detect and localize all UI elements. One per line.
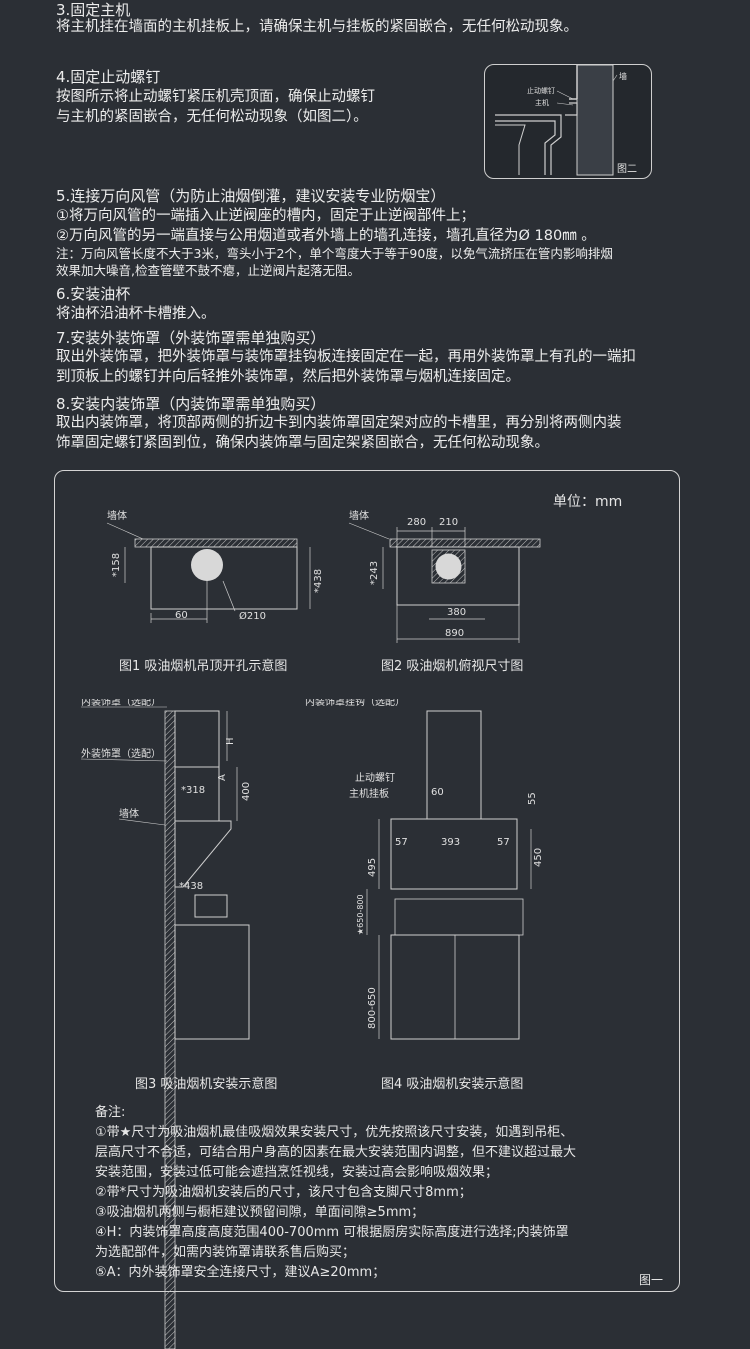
figure-2-inset: 墙 止动螺钉 主机 图二: [484, 64, 652, 179]
hood-body: [576, 64, 614, 176]
step4-text-1: 按图所示将止动螺钉紧压机壳顶面，确保止动螺钉: [56, 89, 375, 105]
step7-title: 7.安装外装饰罩（外装饰罩需单独购买）: [56, 329, 326, 347]
note-5: ⑤A：内外装饰罩安全连接尺寸，建议A≥20mm；: [95, 1265, 386, 1280]
note-3: ③吸油烟机两侧与橱柜建议预留间隙，单面间隙≥5mm；: [95, 1205, 425, 1220]
step8-title: 8.安装内装饰罩（内装饰罩需单独购买）: [56, 395, 326, 413]
inset-caption: 图二: [617, 163, 637, 175]
cooktop-shape: [394, 898, 524, 936]
fig2-wall-label: 墙体: [349, 509, 369, 522]
fig4-dim-range: ★650-800: [356, 894, 365, 935]
note-2: ②带*尺寸为吸油烟机安装后的尺寸，该尺寸包含支脚尺寸8mm；: [95, 1185, 472, 1200]
step7-text-1: 取出外装饰罩，把外装饰罩与装饰罩挂钩板连接固定在一起，再用外装饰罩上有孔的一端扣: [56, 349, 636, 365]
unit-label: 单位：mm: [553, 494, 623, 510]
fig1-dim-60: 60: [175, 610, 188, 621]
step8-text-2: 饰罩固定螺钉紧固到位，确保内装饰罩与固定架紧固嵌合，无任何松动现象。: [56, 435, 549, 451]
step5-title: 5.连接万向风管（为防止油烟倒灌，建议安装专业防烟宝）: [56, 187, 446, 205]
duct-hole: [191, 549, 223, 581]
fig4-caption: 图4 吸油烟机安装示意图: [381, 1077, 524, 1092]
inner-cover-shape: [174, 710, 220, 768]
step7-text-2: 到顶板上的螺钉并向后轻推外装饰罩，然后把外装饰罩与烟机连接固定。: [56, 369, 520, 385]
fig4-dim-57b: 57: [497, 837, 510, 848]
fig1-dim-438: *438: [313, 569, 324, 593]
fig4-hook-label: 内装饰罩挂钩（选配）: [305, 699, 405, 708]
dimension-panel: 单位：mm 墙体 *158 *438 60 Ø210 图1 吸油烟机吊顶开孔示意…: [54, 470, 680, 1349]
fig3-dim-A: A: [217, 774, 228, 781]
fig1-dim-210: Ø210: [239, 610, 266, 622]
figure-2-top-view: 墙体 280 210 *243 380 890: [348, 509, 541, 643]
notes-title: 备注:: [95, 1105, 126, 1120]
step5-text-2: ②万向风管的另一端直接与公用烟道或者外墙上的墙孔连接，墙孔直径为Ø 180㎜ 。: [56, 228, 596, 244]
note-1a: ①带★尺寸为吸油烟机最佳吸烟效果安装尺寸，优先按照该尺寸安装，如遇到吊柜、: [95, 1125, 574, 1140]
fig1-caption: 图1 吸油烟机吊顶开孔示意图: [119, 659, 288, 674]
step5-note-2: 效果加大噪音,检查管壁不鼓不瘪，止逆阀片起落无阻。: [56, 263, 360, 278]
hood-outline: [150, 546, 298, 610]
fig4-dim-55: 55: [527, 792, 538, 805]
hood-side-shape: [174, 820, 232, 888]
inset-screw-label: 止动螺钉: [527, 86, 555, 95]
fig3-dim-H: H: [225, 737, 236, 745]
fig4-plate-label: 主机挂板: [349, 787, 389, 800]
duct-hole-top: [435, 553, 462, 580]
pot-shape: [194, 894, 228, 918]
fig3-inner-label: 内装饰罩（选配）: [81, 699, 161, 708]
fig3-wall-label: 墙体: [119, 807, 139, 820]
fig3-dim-438: *438: [179, 881, 203, 892]
fig2-dim-280: 280: [407, 517, 426, 528]
front-hood-shape: [390, 818, 518, 890]
inset-host-label: 主机: [535, 98, 549, 107]
wall-mount-diagram: 墙 止动螺钉 主机 图二: [495, 64, 637, 176]
hood-top-outline: [396, 546, 520, 606]
step6-text: 将油杯沿油杯卡槽推入。: [56, 306, 216, 322]
fig3-caption: 图3 吸油烟机安装示意图: [135, 1077, 278, 1092]
step8-text-1: 取出内装饰罩，将顶部两侧的折边卡到内装饰罩固定架对应的卡槽里，再分别将两侧内装: [56, 415, 622, 431]
cabinet-side-shape: [174, 924, 250, 1040]
step4-title: 4.固定止动螺钉: [56, 68, 161, 86]
fig3-dim-400: 400: [241, 782, 252, 801]
figure-3-side-install: 内装饰罩（选配） 外装饰罩（选配） 墙体 H A 400 *318 *438: [80, 699, 252, 1349]
step5-note-1: 注：万向风管长度不大于3米，弯头小于2个，单个弯度大于等于90度，以免气流挤压在…: [56, 246, 613, 261]
figure-id: 图一: [639, 1273, 664, 1287]
step6-title: 6.安装油杯: [56, 285, 131, 303]
fig3-dim-318: *318: [181, 785, 205, 796]
inset-wall-label: 墙: [619, 71, 627, 81]
front-chimney-shape: [426, 710, 482, 820]
step3-text: 将主机挂在墙面的主机挂板上，请确保主机与挂板的紧固嵌合，无任何松动现象。: [56, 19, 578, 35]
fig4-dim-393: 393: [441, 837, 460, 848]
figure-1-ceiling-hole: 墙体 *158 *438 60 Ø210: [106, 509, 324, 623]
note-1c: 安装范围，安装过低可能会遮挡烹饪视线，安装过高会影响吸烟效果；: [95, 1165, 499, 1180]
note-4b: 为选配部件，如需内装饰罩请联系售后购买；: [95, 1245, 356, 1260]
ceiling-hatch: [134, 538, 298, 548]
step5-text-1: ①将万向风管的一端插入止逆阀座的槽内，固定于止逆阀部件上；: [56, 208, 475, 224]
fig2-dim-890: 890: [445, 628, 464, 639]
fig1-dim-158: *158: [111, 553, 122, 577]
note-1b: 层高尺寸不合适，可结合用户身高的因素在最大安装范围内调整，但不建议超过最大: [95, 1145, 577, 1160]
figure-4-front-install: 内装饰罩挂钩（选配） 止动螺钉 主机挂板 60 55 57 393 57 495…: [305, 699, 544, 1040]
step3-title: 3.固定主机: [56, 1, 131, 19]
fig4-dim-57a: 57: [395, 837, 408, 848]
fig1-wall-label: 墙体: [107, 509, 127, 522]
fig4-dim-800: 800-650: [367, 987, 378, 1029]
fig4-screw-label: 止动螺钉: [355, 772, 395, 784]
fig3-outer-label: 外装饰罩（选配）: [81, 747, 161, 760]
step4-text-2: 与主机的紧固嵌合，无任何松动现象（如图二）。: [56, 109, 368, 125]
fig2-caption: 图2 吸油烟机俯视尺寸图: [381, 659, 524, 674]
note-4a: ④H：内装饰罩高度高度范围400-700mm 可根据厨房实际高度进行选择;内装饰…: [95, 1225, 569, 1240]
fig2-dim-210: 210: [439, 517, 458, 528]
fig2-dim-243: *243: [369, 561, 380, 585]
fig2-dim-380: 380: [447, 607, 466, 618]
fig4-dim-495: 495: [367, 858, 378, 877]
fig4-dim-450: 450: [533, 848, 544, 867]
fig4-dim-60: 60: [431, 787, 444, 798]
